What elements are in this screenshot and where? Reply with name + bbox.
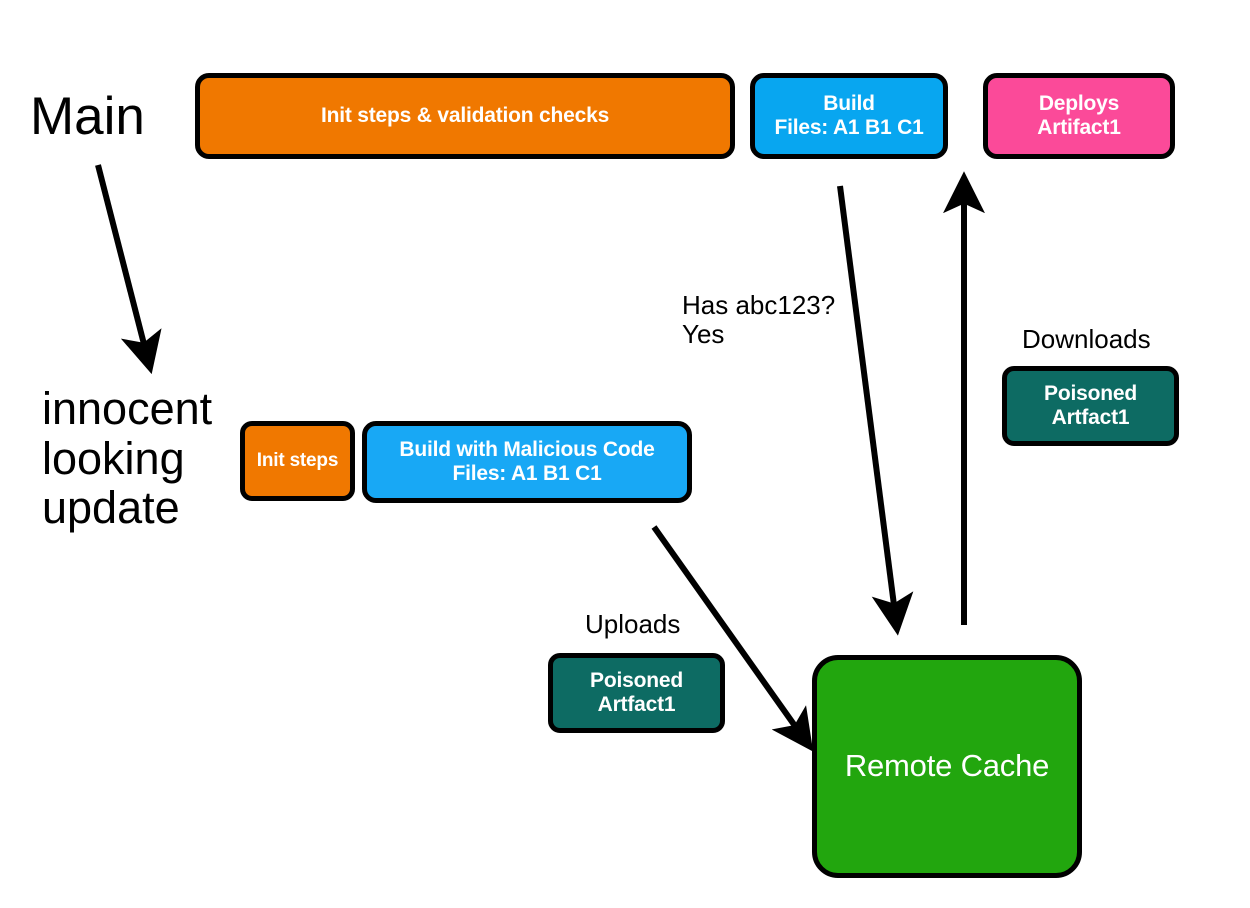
arrow-main-to-branch [95,164,162,375]
node-main-deploys-artifact[interactable]: Deploys Artifact1 [983,73,1175,159]
node-remote-cache[interactable]: Remote Cache [812,655,1082,878]
label-feature-branch: innocent looking update [42,383,213,533]
node-main-init-steps[interactable]: Init steps & validation checks [195,73,735,159]
label-main-branch: Main [30,87,145,146]
node-poisoned-artifact-download[interactable]: Poisoned Artfact1 [1002,366,1179,446]
label-downloads: Downloads [1022,324,1151,354]
node-branch-build-malicious[interactable]: Build with Malicious Code Files: A1 B1 C… [362,421,692,503]
arrow-build-to-cache [837,185,914,636]
label-cache-hit-question: Has abc123? Yes [682,290,836,349]
label-uploads: Uploads [585,609,681,639]
node-main-build[interactable]: Build Files: A1 B1 C1 [750,73,948,159]
node-branch-init-steps[interactable]: Init steps [240,421,355,501]
node-poisoned-artifact-upload[interactable]: Poisoned Artfact1 [548,653,725,733]
